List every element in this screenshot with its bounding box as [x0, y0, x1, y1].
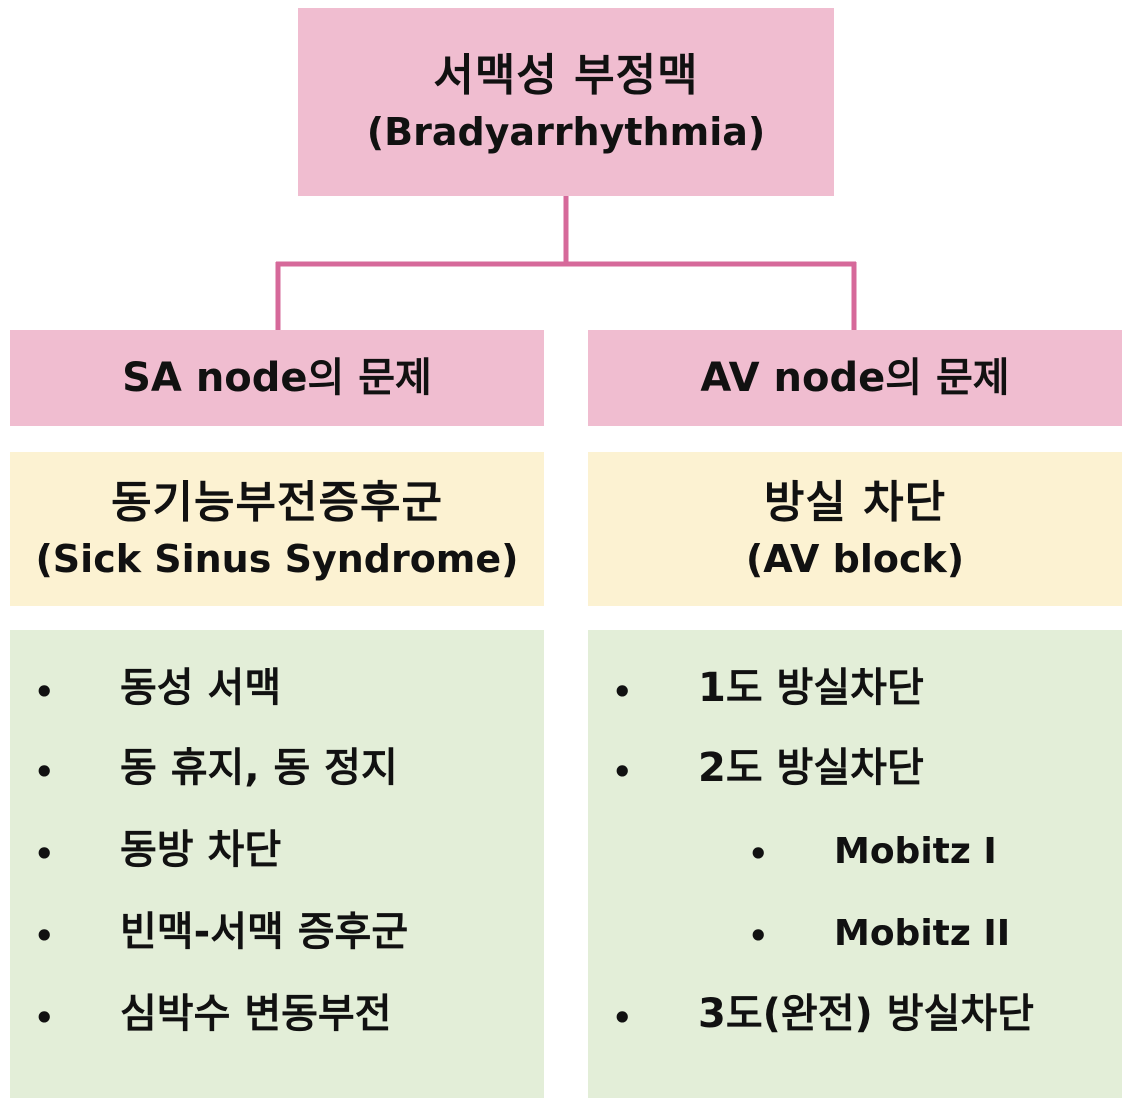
- bullet: •: [748, 835, 769, 873]
- list-item-label: 빈맥-서맥 증후군: [120, 909, 409, 955]
- list-item-label: 심박수 변동부전: [120, 991, 392, 1037]
- left-syndrome-ko: 동기능부전증후군: [111, 477, 443, 528]
- bullet: •: [34, 917, 55, 955]
- left-header: SA node의 문제: [10, 330, 544, 426]
- sub-list-item-label: Mobitz II: [834, 913, 1011, 954]
- bullet: •: [612, 999, 633, 1037]
- left-list-panel: • 동성 서맥 • 동 휴지, 동 정지 • 동방 차단 • 빈맥-서맥 증후군…: [10, 630, 544, 1098]
- right-header: AV node의 문제: [588, 330, 1122, 426]
- right-syndrome-ko: 방실 차단: [763, 477, 947, 528]
- bullet: •: [34, 753, 55, 791]
- left-header-label: SA node의 문제: [122, 355, 432, 401]
- list-item-label: 동방 차단: [120, 827, 282, 873]
- right-syndrome: 방실 차단 (AV block): [588, 452, 1122, 606]
- bullet: •: [612, 673, 633, 711]
- right-list-panel: • 1도 방실차단 • 2도 방실차단 • Mobitz I • Mobitz …: [588, 630, 1122, 1098]
- right-header-label: AV node의 문제: [700, 355, 1010, 401]
- bullet: •: [612, 753, 633, 791]
- bullet: •: [34, 999, 55, 1037]
- right-syndrome-en: (AV block): [745, 537, 965, 581]
- root-title: 서맥성 부정맥: [433, 50, 699, 101]
- list-item-label: 2도 방실차단: [698, 745, 924, 791]
- list-item-label: 1도 방실차단: [698, 665, 924, 711]
- root-subtitle: (Bradyarrhythmia): [366, 110, 766, 154]
- bullet: •: [34, 835, 55, 873]
- left-syndrome: 동기능부전증후군 (Sick Sinus Syndrome): [10, 452, 544, 606]
- sub-list-item-label: Mobitz I: [834, 831, 997, 872]
- list-item-label: 동성 서맥: [120, 665, 282, 711]
- bullet: •: [34, 673, 55, 711]
- bullet: •: [748, 917, 769, 955]
- root-node: 서맥성 부정맥 (Bradyarrhythmia): [298, 8, 834, 196]
- list-item-label: 3도(완전) 방실차단: [698, 991, 1034, 1037]
- left-syndrome-en: (Sick Sinus Syndrome): [35, 537, 519, 581]
- list-item-label: 동 휴지, 동 정지: [120, 745, 398, 791]
